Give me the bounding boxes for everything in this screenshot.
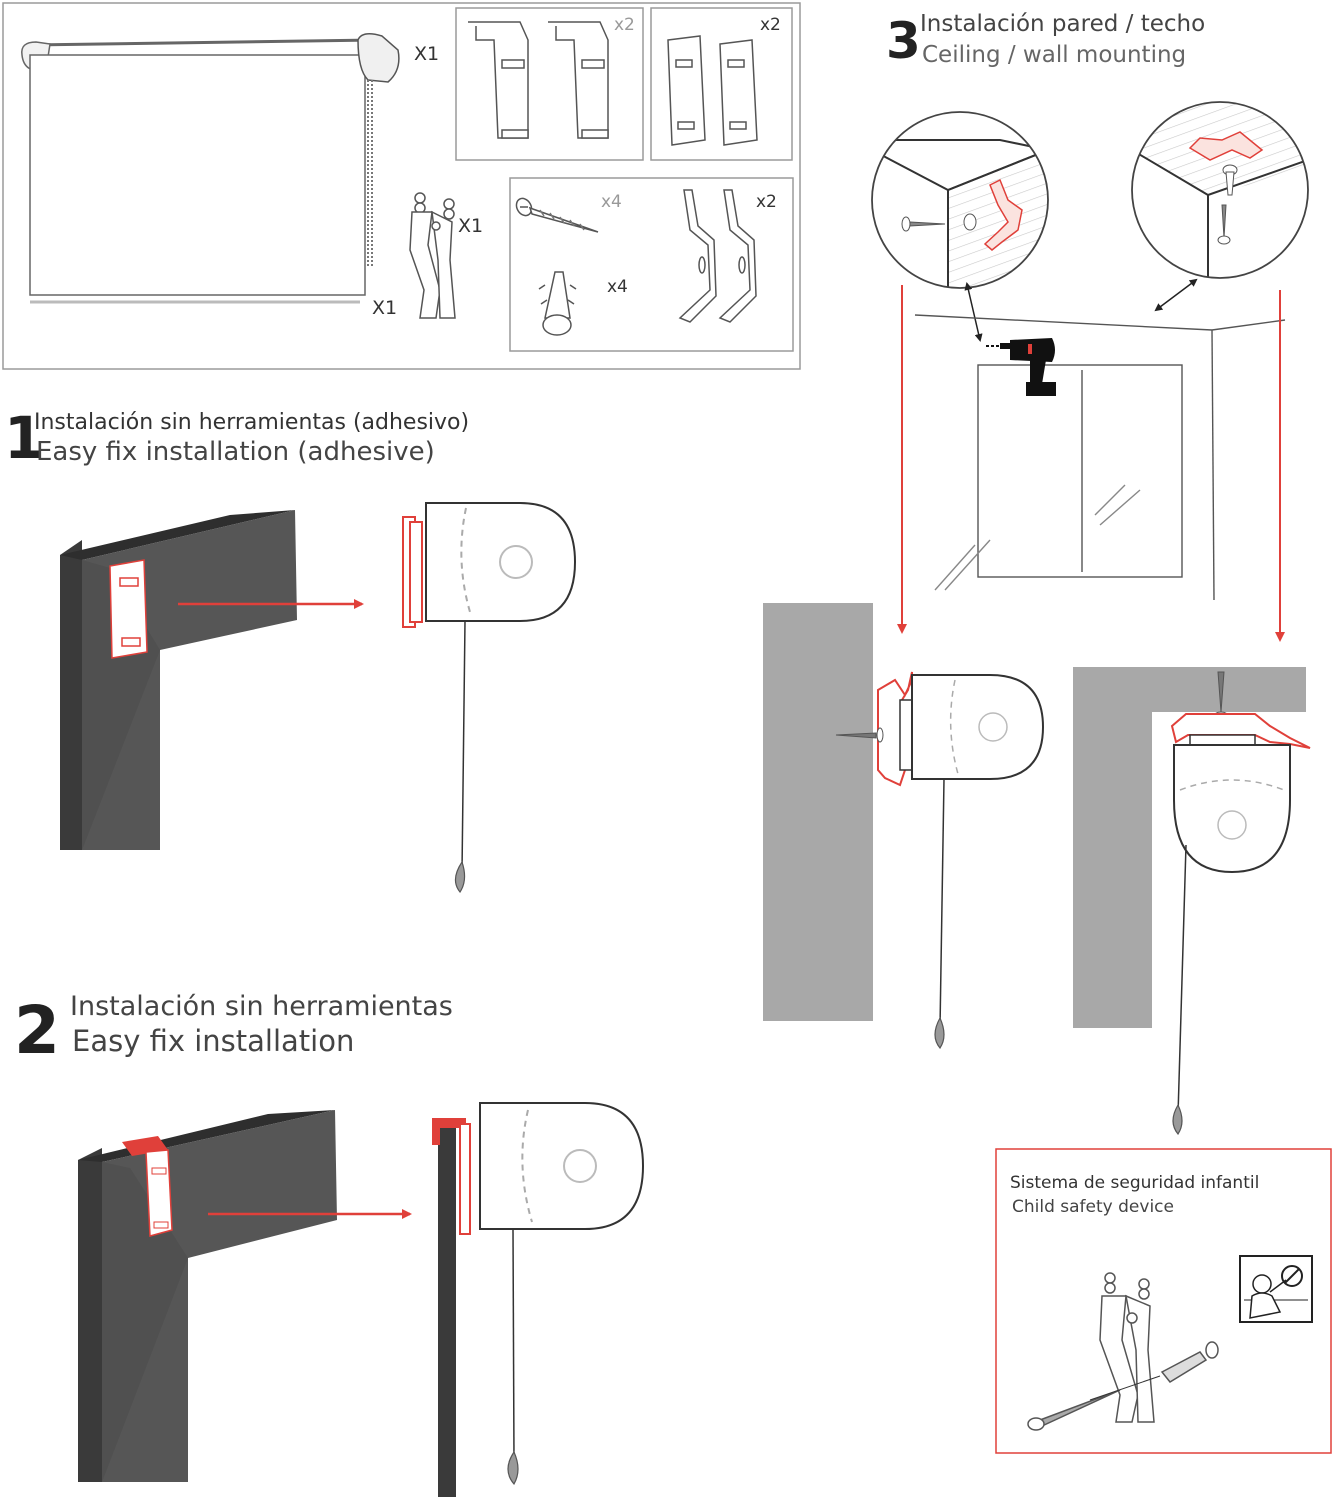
drill-icon: [986, 338, 1056, 396]
wall-plug-icon: [538, 271, 577, 336]
section-1-number: 1: [4, 404, 44, 472]
clip-brackets-box: [455, 7, 644, 161]
room-window-scene: [914, 314, 1286, 601]
wall-mount-result: [763, 603, 1045, 1050]
adhesive-plates-qty: x2: [760, 15, 781, 35]
ceiling-mount-result: [1073, 667, 1311, 1136]
chain-holder: [409, 192, 456, 319]
roller-blind: [21, 33, 400, 296]
section-3-title-es: Instalación pared / techo: [920, 11, 1205, 37]
blind-side-view-1: [402, 502, 577, 894]
wall-brackets: [678, 189, 757, 323]
chain-holder-qty: X1: [458, 215, 483, 237]
window-frame-2: [78, 1110, 337, 1482]
section-3-title-en: Ceiling / wall mounting: [922, 42, 1186, 68]
clip-brackets-qty: x2: [614, 15, 635, 35]
child-warning-icon: [1239, 1255, 1313, 1323]
wall-plug-icon: [1160, 1341, 1219, 1383]
screws-qty: x4: [601, 192, 622, 212]
detail-wall-mount: [871, 111, 1049, 289]
section-2-number: 2: [14, 992, 60, 1069]
leader-ceiling: [1154, 278, 1198, 312]
leader-wall: [964, 282, 983, 342]
hardware-box: [509, 177, 794, 352]
blind-side-view-2: [432, 1102, 645, 1497]
screw-icon: [835, 727, 884, 743]
detail-ceiling-mount: [1131, 101, 1309, 279]
screw-icon: [515, 197, 599, 233]
section-1: 1 Instalación sin herramientas (adhesivo…: [4, 404, 577, 894]
child-safety-section: Sistema de seguridad infantil Child safe…: [995, 1148, 1332, 1454]
section-1-title-es: Instalación sin herramientas (adhesivo): [34, 410, 469, 435]
safety-frame: [995, 1148, 1332, 1454]
mount-guide-line: [1089, 1375, 1161, 1401]
wall-brackets-qty: x2: [756, 192, 777, 212]
blind-qty: X1: [414, 43, 439, 65]
section-1-title-en: Easy fix installation (adhesive): [36, 437, 435, 467]
kit-contents: X1 X1 X1 x2: [2, 2, 801, 370]
screw-icon: [901, 216, 946, 232]
plugs-qty: x4: [607, 277, 628, 297]
adhesive-plates: [667, 35, 758, 146]
section-2-title-es: Instalación sin herramientas: [70, 991, 453, 1022]
section-2: 2 Instalación sin herramientas Easy fix …: [14, 991, 645, 1497]
safety-title-es: Sistema de seguridad infantil: [1010, 1173, 1259, 1193]
screw-icon: [1217, 204, 1231, 245]
screw-icon: [1027, 1389, 1121, 1431]
chain-holder: [1099, 1272, 1155, 1423]
bottom-bar-qty: X1: [372, 297, 397, 319]
wall-plug-icon: [1222, 164, 1238, 196]
adhesive-plate-on-frame: [109, 559, 148, 659]
clip-bracket-on-frame: [122, 1136, 173, 1237]
kit-frame: [2, 2, 801, 370]
window-frame-1: [60, 510, 297, 850]
section-3-number: 3: [886, 12, 921, 70]
clip-brackets: [468, 21, 609, 139]
safety-title-en: Child safety device: [1012, 1197, 1174, 1217]
section-3: 3 Instalación pared / techo Ceiling / wa…: [763, 11, 1311, 1136]
adhesive-plates-box: [650, 7, 793, 161]
section-2-title-en: Easy fix installation: [72, 1024, 354, 1058]
